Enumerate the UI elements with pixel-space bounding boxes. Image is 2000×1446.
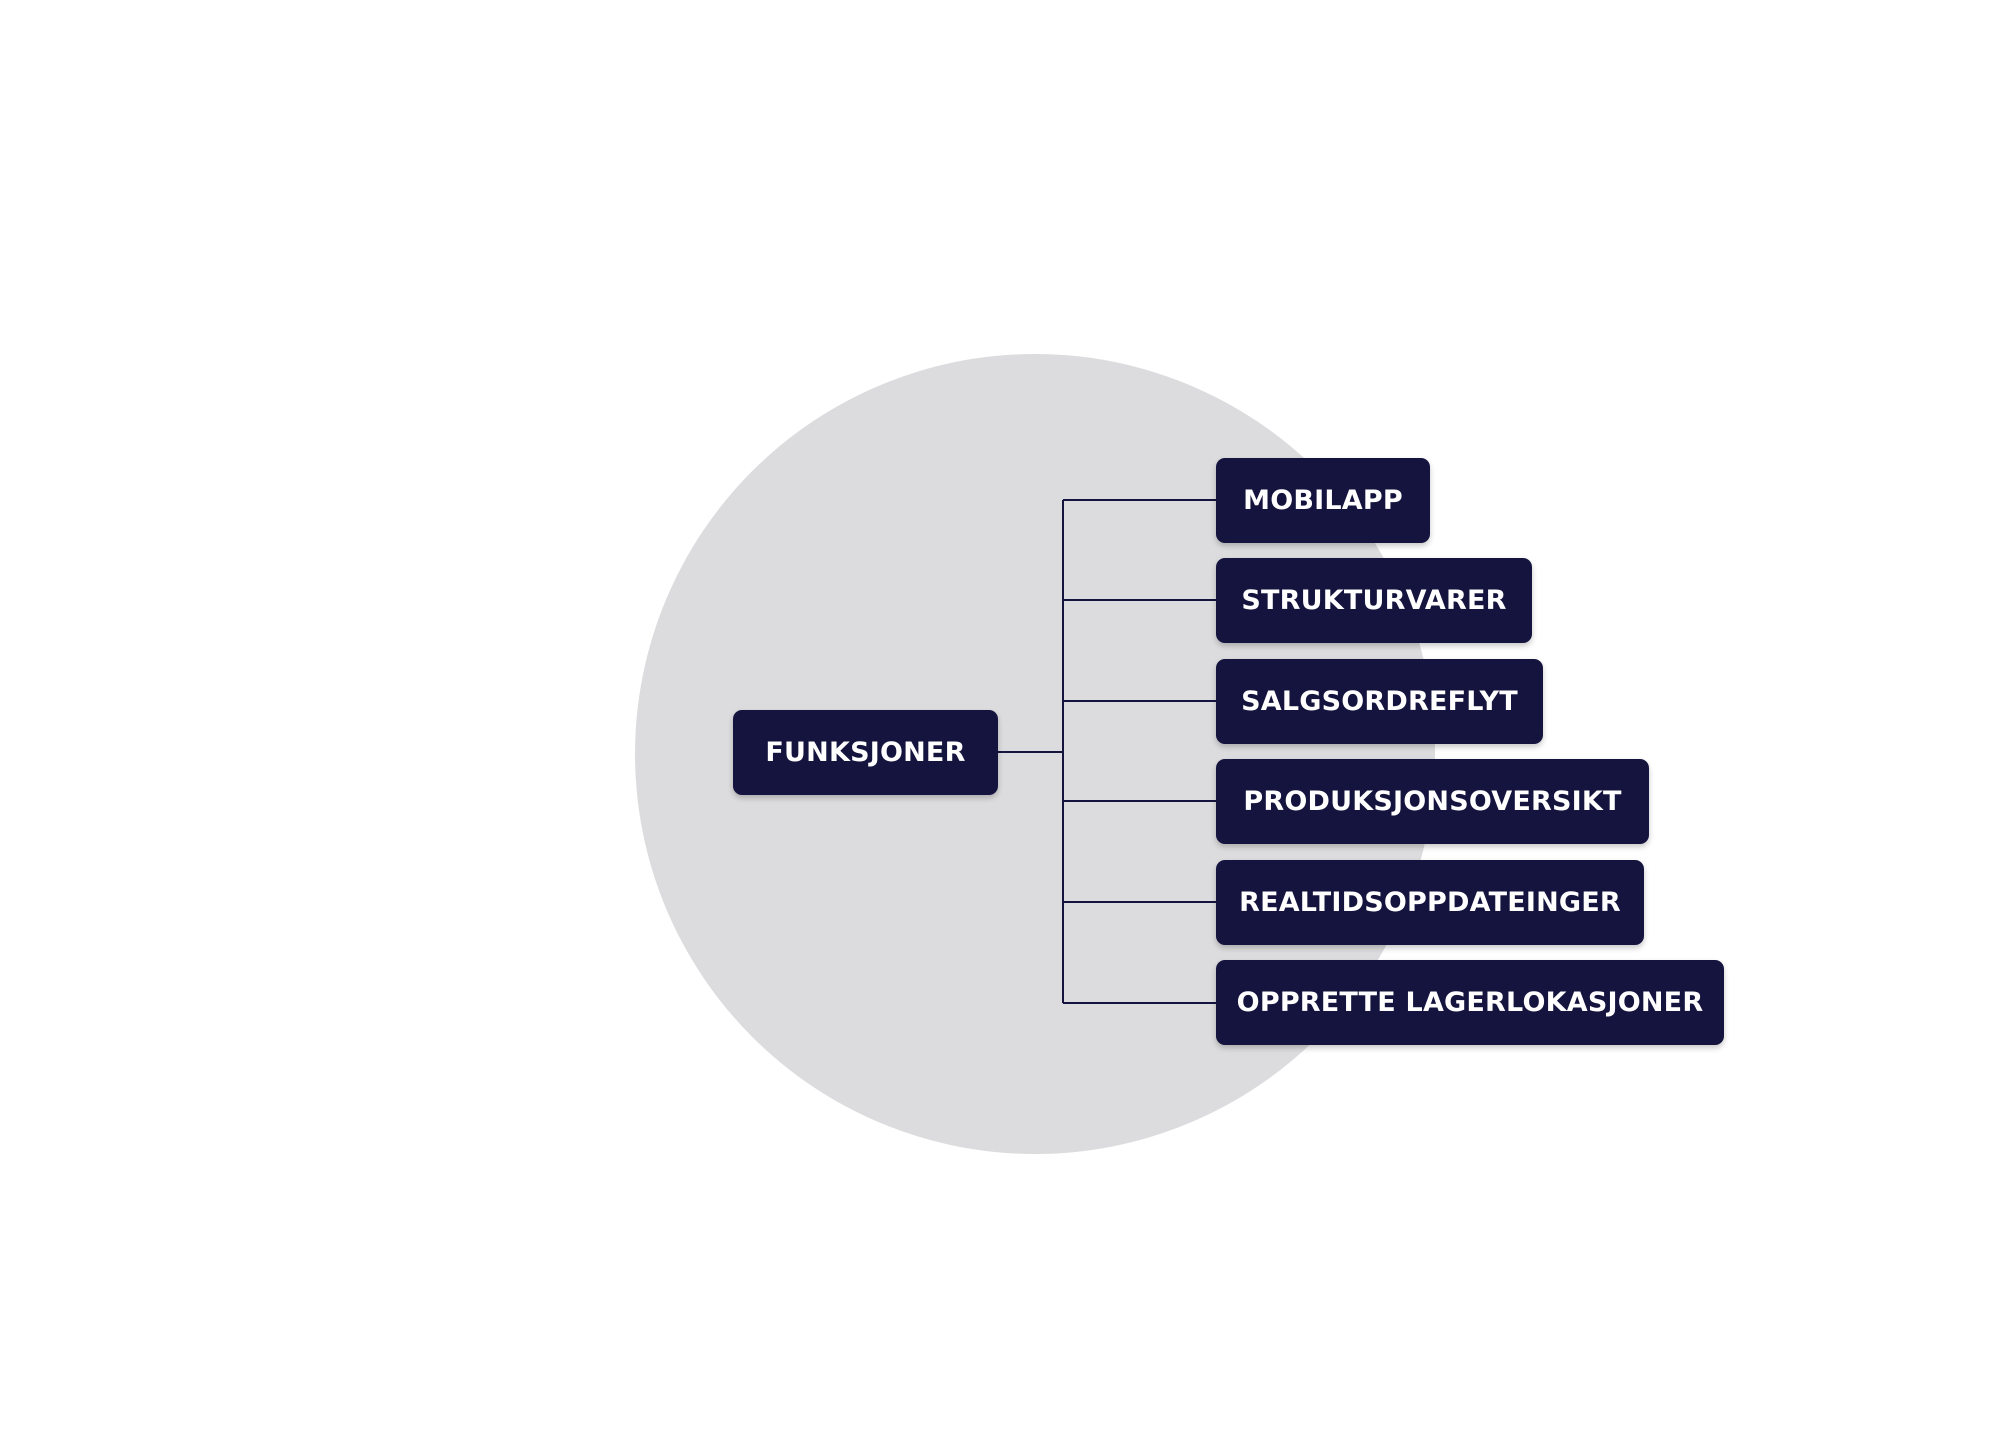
child-node-label: MOBILAPP [1243, 485, 1403, 516]
child-node-opprette-lagerlokasjoner: OPPRETTE LAGERLOKASJONER [1216, 960, 1724, 1045]
child-node-label: STRUKTURVARER [1241, 585, 1507, 616]
child-node-produksjonsoversikt: PRODUKSJONSOVERSIKT [1216, 759, 1649, 844]
root-node-label: FUNKSJONER [765, 737, 966, 768]
child-node-label: REALTIDSOPPDATEINGER [1239, 887, 1621, 918]
child-node-label: SALGSORDREFLYT [1241, 686, 1518, 717]
child-node-strukturvarer: STRUKTURVARER [1216, 558, 1532, 643]
child-node-label: PRODUKSJONSOVERSIKT [1243, 786, 1622, 817]
root-node-funksjoner: FUNKSJONER [733, 710, 998, 795]
child-node-mobilapp: MOBILAPP [1216, 458, 1430, 543]
child-node-salgsordreflyt: SALGSORDREFLYT [1216, 659, 1543, 744]
child-node-label: OPPRETTE LAGERLOKASJONER [1236, 987, 1704, 1018]
child-node-realtidsoppdateinger: REALTIDSOPPDATEINGER [1216, 860, 1644, 945]
